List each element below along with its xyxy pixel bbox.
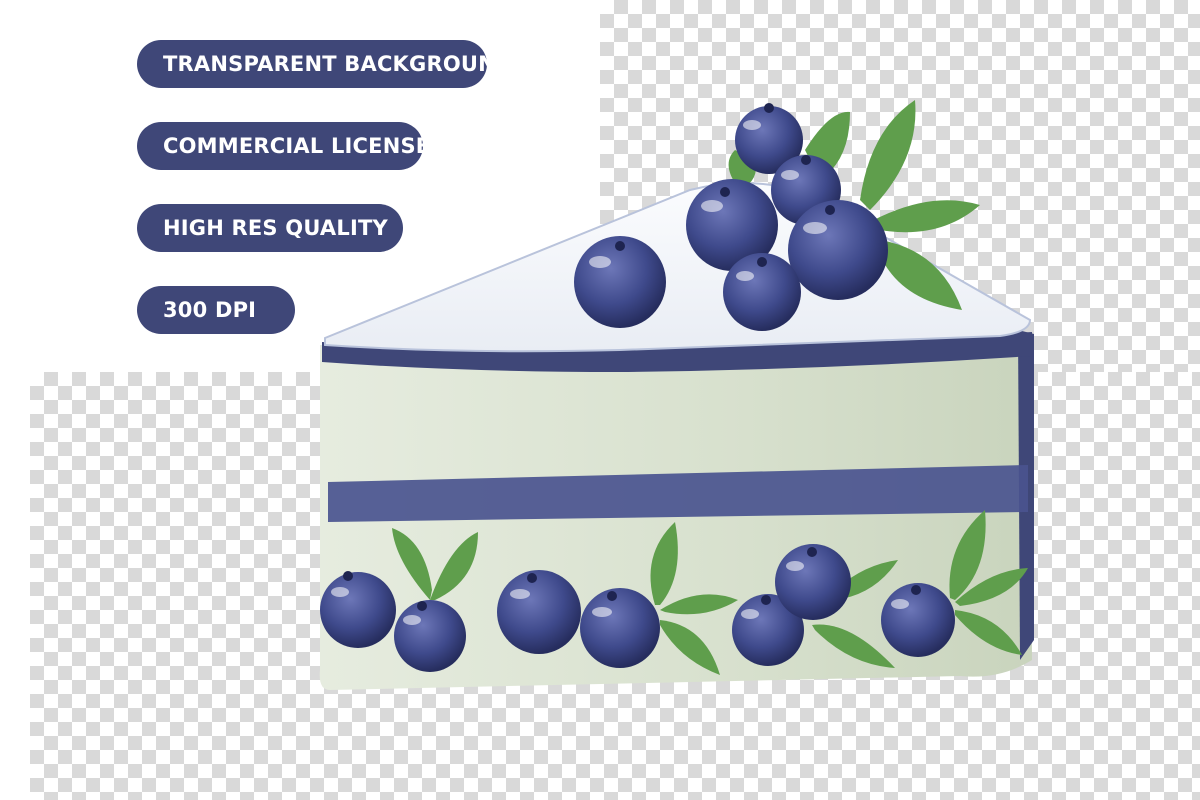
top-blueberries: [574, 103, 888, 331]
badge-high-res-quality: HIGH RES QUALITY: [137, 204, 403, 252]
badge-commercial-license: COMMERCIAL LICENSE: [137, 122, 430, 170]
bottom-blueberries: [320, 544, 955, 672]
badge-300-dpi: 300 DPI: [137, 286, 295, 334]
badge-transparent-background: TRANSPARENT BACKGROUND: [137, 40, 513, 88]
